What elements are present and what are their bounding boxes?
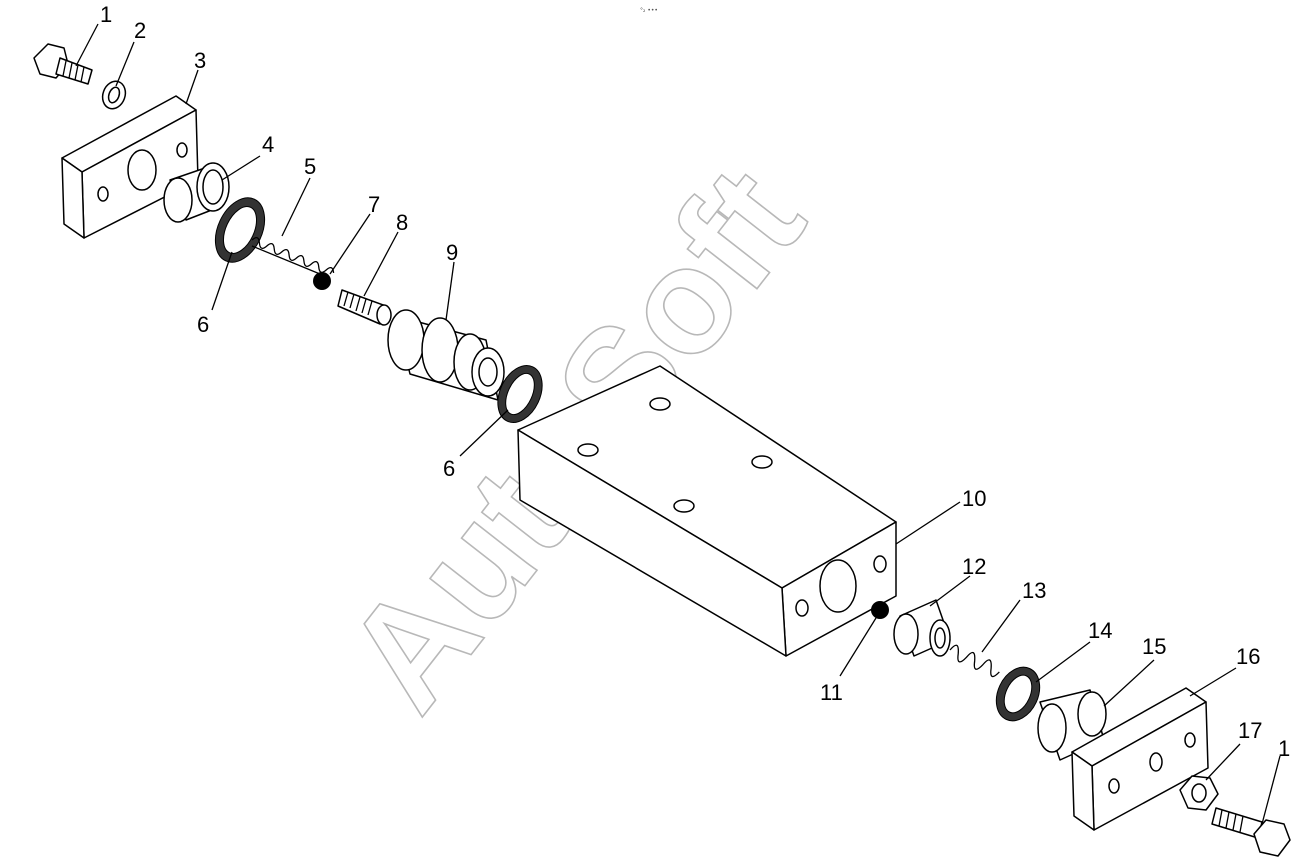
part-11-ball	[871, 601, 889, 619]
callout-9: 9	[446, 240, 458, 265]
callout-11: 11	[820, 680, 843, 705]
callouts: 1 2 3 4 5 6 7 8 9 6 10 11 12 13 14 15 16…	[100, 2, 1290, 761]
callout-12: 12	[962, 554, 986, 579]
callout-1-bottom: 1	[1278, 736, 1290, 761]
callout-17: 17	[1238, 718, 1262, 743]
part-14-o-ring	[995, 666, 1041, 722]
callout-6-right: 6	[443, 456, 455, 481]
callout-7: 7	[368, 192, 380, 217]
callout-16: 16	[1236, 644, 1260, 669]
top-caption: °₂ •••	[640, 7, 658, 14]
part-16-flange-plate	[1071, 687, 1209, 831]
part-2-lock-washer	[101, 80, 127, 110]
callout-14: 14	[1088, 618, 1112, 643]
callout-2: 2	[134, 18, 146, 43]
callout-6-left: 6	[197, 312, 209, 337]
part-10-valve-body	[517, 365, 897, 657]
part-3-flange-plate	[61, 95, 199, 239]
leader-lines	[75, 23, 1281, 825]
part-6-o-ring-b	[497, 365, 543, 423]
callout-15: 15	[1142, 634, 1166, 659]
callout-1-top: 1	[100, 2, 112, 27]
callout-4: 4	[262, 132, 274, 157]
callout-10: 10	[962, 486, 986, 511]
part-9-valve-seat	[387, 309, 505, 401]
callout-5: 5	[304, 154, 316, 179]
callout-13: 13	[1022, 578, 1046, 603]
part-7-ball	[313, 272, 331, 290]
part-6-o-ring-a	[214, 197, 266, 263]
part-17-nut	[1179, 775, 1219, 811]
part-4-plug	[163, 162, 230, 223]
part-1-bolt-top	[33, 43, 93, 85]
part-1-bolt-bottom	[1211, 807, 1291, 857]
part-8-pin	[337, 289, 392, 326]
part-12-piston	[893, 599, 951, 657]
callout-3: 3	[194, 48, 206, 73]
part-5-spring	[251, 237, 335, 275]
callout-8: 8	[396, 210, 408, 235]
part-13-spring	[949, 644, 1000, 678]
